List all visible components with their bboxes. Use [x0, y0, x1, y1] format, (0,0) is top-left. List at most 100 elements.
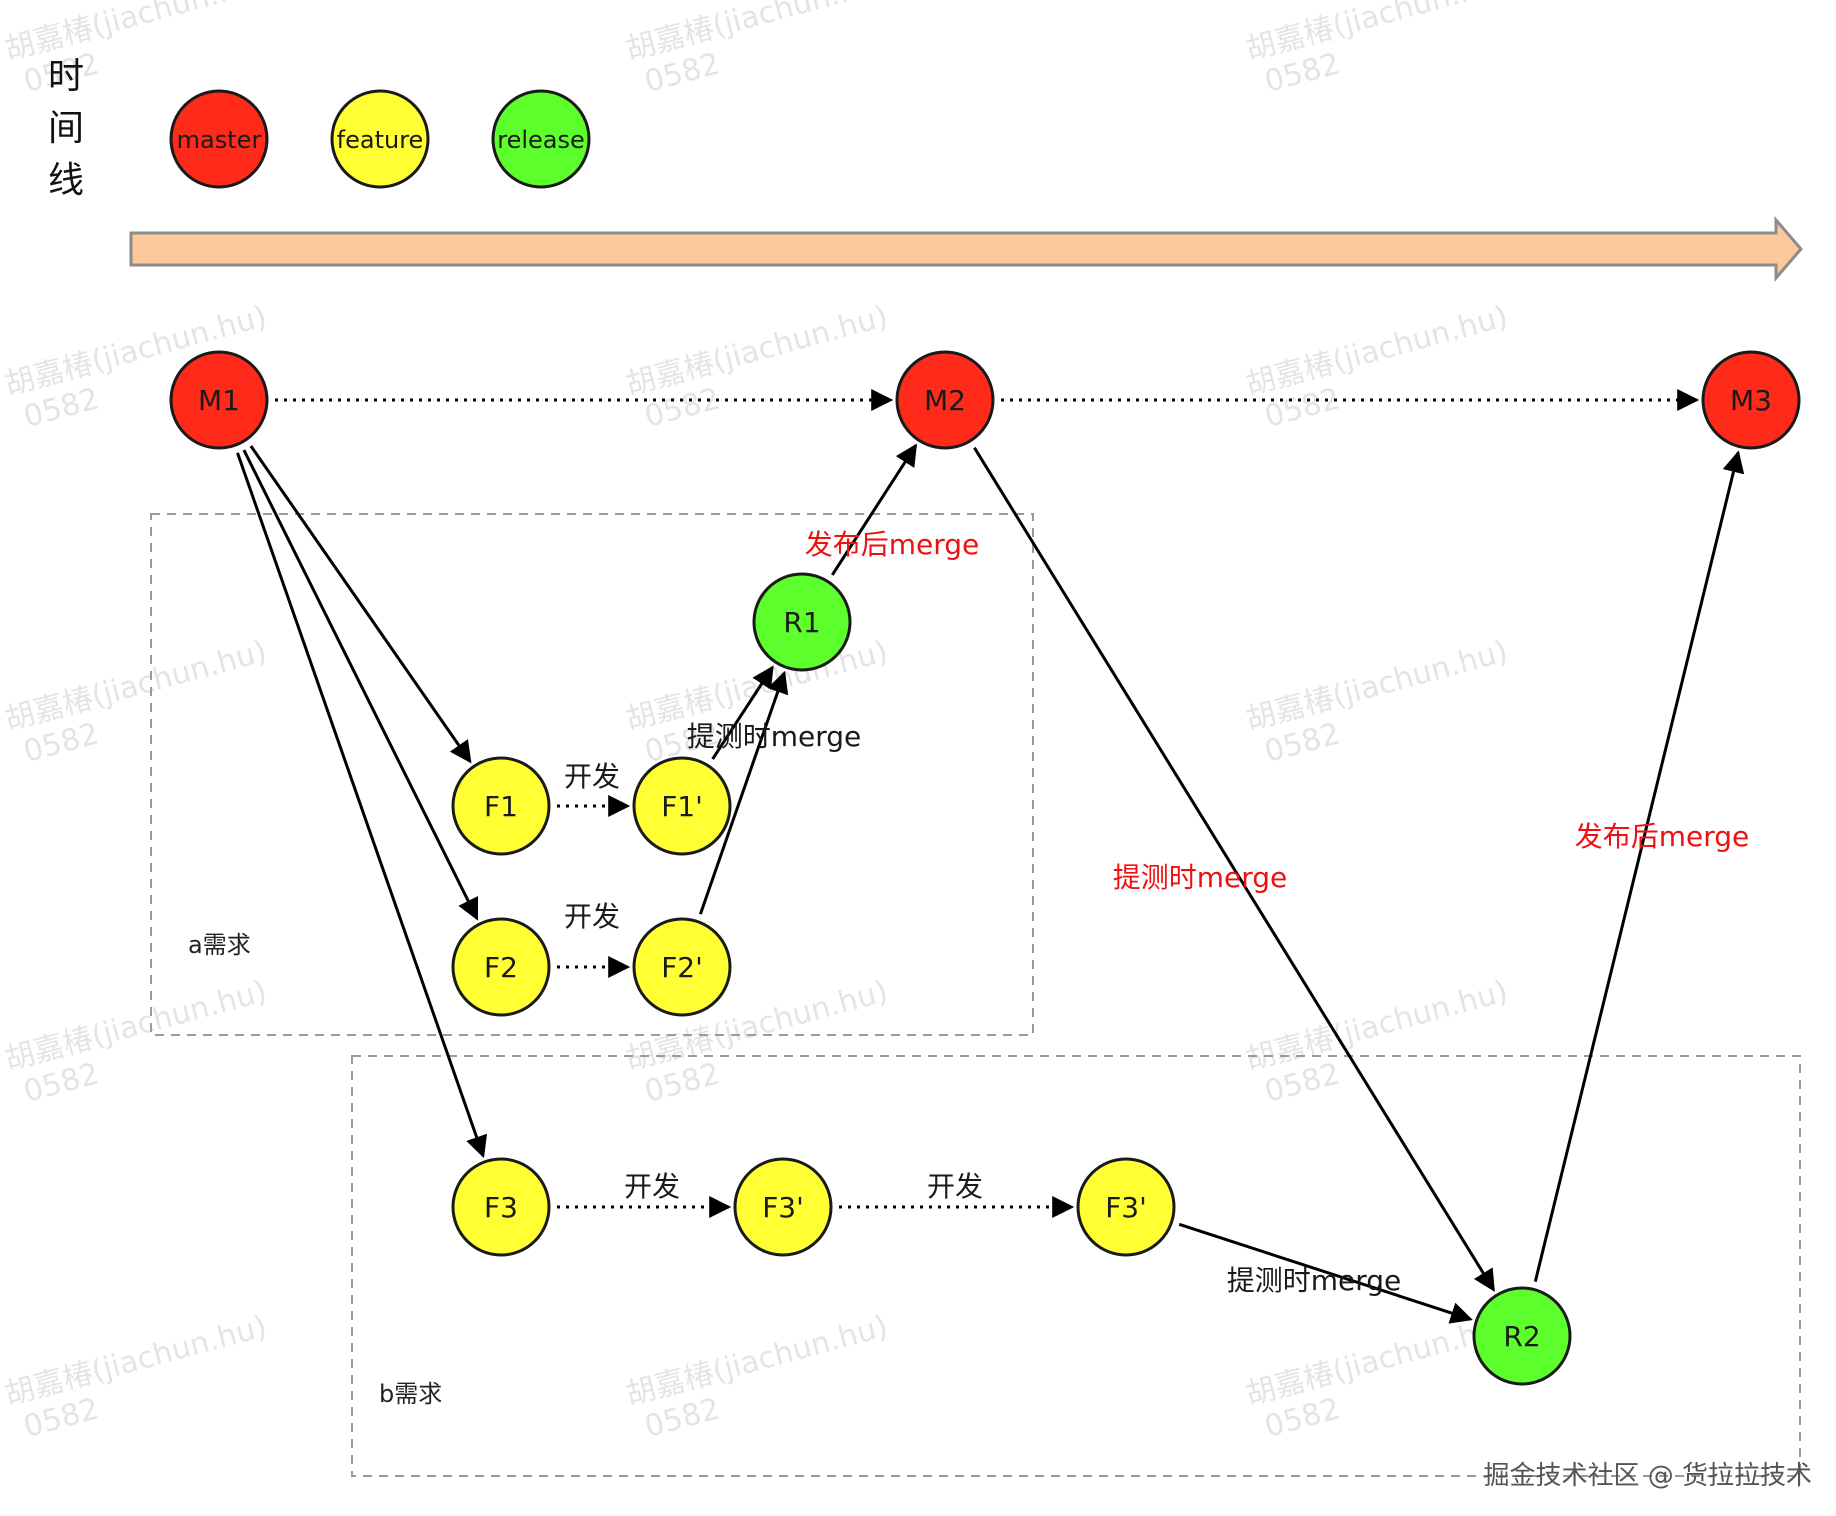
- node-M3: M3: [1701, 350, 1801, 450]
- watermark-mark: 胡嘉椿(jiachun.hu)0582: [1, 0, 270, 100]
- footer-watermark: 掘金技术社区 @ 货拉拉技术: [1483, 1461, 1812, 1491]
- node-circle: [451, 1157, 551, 1257]
- watermark-text: 胡嘉椿(jiachun.hu): [1, 634, 270, 738]
- watermark-mark: 胡嘉椿(jiachun.hu)0582: [1242, 299, 1511, 435]
- node-circle: [733, 1157, 833, 1257]
- watermark-mark: 胡嘉椿(jiachun.hu)0582: [1, 1309, 270, 1445]
- node-label: M3: [1730, 384, 1772, 417]
- node-circle: [169, 350, 269, 450]
- legend: master feature release: [169, 89, 591, 189]
- watermark-text: 胡嘉椿(jiachun.hu): [622, 299, 891, 403]
- timeline-char: 线: [48, 160, 84, 201]
- edge-label-R2-M3: 发布后merge: [1575, 820, 1750, 853]
- edge-R1-M2: [831, 443, 918, 576]
- node-R2: R2: [1472, 1286, 1572, 1386]
- watermark-mark: 胡嘉椿(jiachun.hu)0582: [1, 974, 270, 1110]
- watermark-text: 胡嘉椿(jiachun.hu): [1242, 634, 1511, 738]
- watermark-text: 胡嘉椿(jiachun.hu): [1242, 974, 1511, 1078]
- watermark-mark: 胡嘉椿(jiachun.hu)0582: [1242, 634, 1511, 770]
- node-F1: F1: [451, 756, 551, 856]
- node-label: R1: [783, 606, 820, 639]
- watermark-text: 胡嘉椿(jiachun.hu): [1, 0, 270, 68]
- legend-label: release: [497, 126, 585, 154]
- group-label-a: a需求: [188, 931, 251, 959]
- watermark-text: 胡嘉椿(jiachun.hu): [622, 0, 891, 68]
- edge-label-F1p-R1: 提测时merge: [687, 720, 862, 753]
- node-F1p: F1': [632, 756, 732, 856]
- edge-R2-M3: [1533, 450, 1745, 1282]
- node-F3: F3: [451, 1157, 551, 1257]
- edge-label-F1-F1p: 开发: [564, 760, 620, 793]
- watermark-text: 胡嘉椿(jiachun.hu): [622, 1309, 891, 1413]
- edge-label-F3-F3p: 开发: [624, 1170, 680, 1203]
- node-circle: [752, 572, 852, 672]
- node-circle: [451, 917, 551, 1017]
- timeline-arrow: [129, 215, 1803, 283]
- node-label: R2: [1503, 1320, 1540, 1353]
- legend-label: master: [177, 126, 262, 154]
- edge-F1p-R1: [711, 665, 774, 760]
- watermark-mark: 胡嘉椿(jiachun.hu)0582: [622, 299, 891, 435]
- node-circle: [1701, 350, 1801, 450]
- timeline-char: 间: [48, 108, 84, 149]
- node-circle: [451, 756, 551, 856]
- node-label: F2': [661, 951, 703, 984]
- edge-labels-layer: 开发开发开发开发提测时merge发布后merge提测时merge提测时merge…: [564, 528, 1749, 1297]
- legend-swatch: [330, 89, 430, 189]
- watermark-text: 胡嘉椿(jiachun.hu): [1242, 299, 1511, 403]
- node-F3pp: F3': [1076, 1157, 1176, 1257]
- node-circle: [1472, 1286, 1572, 1386]
- watermark-mark: 胡嘉椿(jiachun.hu)0582: [622, 1309, 891, 1445]
- node-F2p: F2': [632, 917, 732, 1017]
- edge-label-M2-R2: 提测时merge: [1113, 861, 1288, 894]
- node-label: F3': [762, 1191, 804, 1224]
- node-F3p: F3': [733, 1157, 833, 1257]
- node-M2: M2: [895, 350, 995, 450]
- legend-item-master: master: [169, 89, 269, 189]
- edge-label-F3pp-R2: 提测时merge: [1227, 1264, 1402, 1297]
- node-circle: [1076, 1157, 1176, 1257]
- timeline-label: 时 间 线: [48, 56, 84, 201]
- edge-M1-F2: [242, 449, 479, 921]
- legend-item-feature: feature: [330, 89, 430, 189]
- node-F2: F2: [451, 917, 551, 1017]
- group-label-b: b需求: [379, 1380, 442, 1408]
- edge-label-R1-M2: 发布后merge: [805, 528, 980, 561]
- watermark-mark: 胡嘉椿(jiachun.hu)0582: [622, 0, 891, 100]
- node-circle: [632, 917, 732, 1017]
- node-circle: [895, 350, 995, 450]
- timeline-char: 时: [48, 56, 84, 97]
- watermark-mark: 胡嘉椿(jiachun.hu)0582: [1242, 0, 1511, 100]
- node-label: F3: [484, 1191, 518, 1224]
- legend-swatch: [491, 89, 591, 189]
- node-label: F3': [1105, 1191, 1147, 1224]
- edge-M1-F3: [236, 452, 488, 1159]
- watermark-text: 胡嘉椿(jiachun.hu): [1242, 1309, 1511, 1413]
- node-R1: R1: [752, 572, 852, 672]
- watermark-mark: 胡嘉椿(jiachun.hu)0582: [1242, 974, 1511, 1110]
- node-M1: M1: [169, 350, 269, 450]
- edge-F2p-R1: [698, 670, 789, 915]
- edge-label-F3p-F3pp: 开发: [927, 1170, 983, 1203]
- node-label: F2: [484, 951, 518, 984]
- edge-M2-R2: [973, 446, 1495, 1292]
- edge-M1-F1: [249, 445, 472, 764]
- group-box-b: [351, 1055, 1801, 1477]
- node-circle: [632, 756, 732, 856]
- watermark-text: 胡嘉椿(jiachun.hu): [1, 974, 270, 1078]
- legend-swatch: [169, 89, 269, 189]
- edge-F3pp-R2: [1178, 1222, 1473, 1324]
- edge-label-F2-F2p: 开发: [564, 900, 620, 933]
- watermark-mark: 胡嘉椿(jiachun.hu)0582: [1, 634, 270, 770]
- legend-item-release: release: [491, 89, 591, 189]
- watermark-text: 胡嘉椿(jiachun.hu): [1, 1309, 270, 1413]
- group-box-a: [150, 513, 1034, 1036]
- node-label: F1': [661, 790, 703, 823]
- node-label: F1: [484, 790, 518, 823]
- legend-label: feature: [337, 126, 424, 154]
- node-label: M2: [924, 384, 966, 417]
- node-label: M1: [198, 384, 240, 417]
- watermark-text: 胡嘉椿(jiachun.hu): [1242, 0, 1511, 68]
